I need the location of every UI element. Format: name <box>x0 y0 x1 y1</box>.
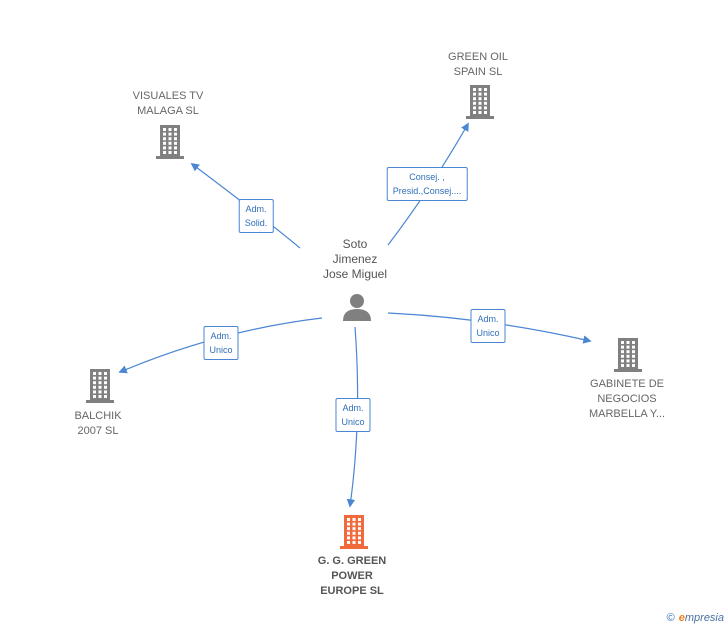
edge-label-gabinete[interactable]: Adm. Unico <box>470 309 506 343</box>
edge-label-balchik[interactable]: Adm. Unico <box>203 326 239 360</box>
building-icon-balchik[interactable] <box>86 369 114 403</box>
building-icon-greenoil[interactable] <box>466 85 494 119</box>
footer: © empresia <box>667 612 724 624</box>
company-name-gabinete[interactable]: GABINETE DE NEGOCIOS MARBELLA Y... <box>588 378 666 420</box>
building-icon-visuales[interactable] <box>156 125 184 159</box>
company-name-visuales[interactable]: VISUALES TV MALAGA SL <box>132 90 204 117</box>
edge-label-greenoil[interactable]: Consej. , Presid.,Consej.... <box>386 167 468 201</box>
person-name[interactable]: Soto Jimenez Jose Miguel <box>322 237 388 281</box>
person-icon[interactable] <box>343 294 371 321</box>
company-name-gggreen[interactable]: G. G. GREEN POWER EUROPE SL <box>317 555 387 597</box>
company-name-greenoil[interactable]: GREEN OIL SPAIN SL <box>448 51 508 78</box>
copyright-symbol: © <box>666 612 675 624</box>
building-icon-gabinete[interactable] <box>614 338 642 372</box>
building-icon-gggreen[interactable] <box>340 515 368 549</box>
edge-label-visuales[interactable]: Adm. Solid. <box>238 199 274 233</box>
empresia-logo[interactable]: empresia <box>678 612 724 624</box>
company-name-balchik[interactable]: BALCHIK 2007 SL <box>74 410 122 437</box>
edge-label-gggreen[interactable]: Adm. Unico <box>335 398 371 432</box>
